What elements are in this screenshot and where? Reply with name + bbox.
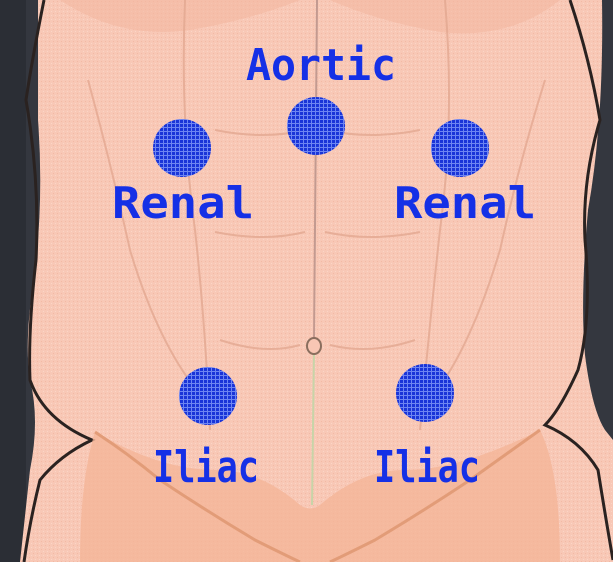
label-renal-left: Renal — [112, 178, 254, 229]
label-renal-right: Renal — [394, 178, 536, 229]
umbilicus — [307, 338, 321, 354]
label-iliac-left: Iliac — [153, 442, 259, 493]
label-aortic: Aortic — [246, 40, 396, 91]
label-iliac-right: Iliac — [374, 442, 480, 493]
renal-left-spot — [153, 119, 211, 177]
background-edge-left — [0, 0, 26, 562]
aortic-spot — [287, 97, 345, 155]
iliac-right-spot — [396, 364, 454, 422]
renal-right-spot — [431, 119, 489, 177]
iliac-left-spot — [179, 367, 237, 425]
